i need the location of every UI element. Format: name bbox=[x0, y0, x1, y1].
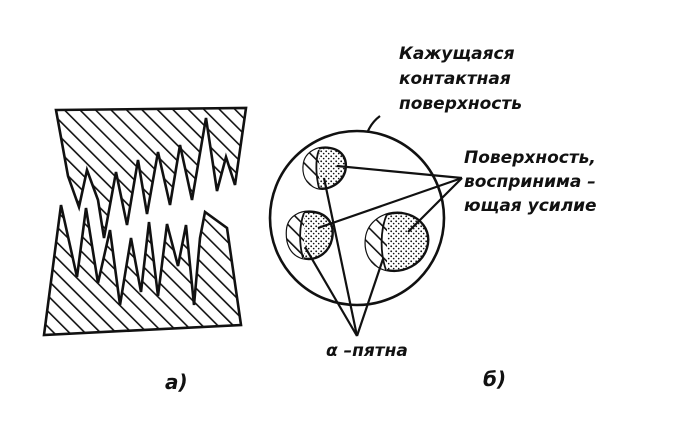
panel-a-label: а) bbox=[165, 370, 188, 394]
load-surface-label-line-1: Поверхность, bbox=[464, 148, 596, 168]
load-surface-label-line-3: ющая усилие bbox=[464, 196, 597, 216]
apparent-surface-label-line-3: поверхность bbox=[399, 94, 522, 114]
contact-spot-3 bbox=[364, 211, 430, 273]
leaders-alpha-spots bbox=[304, 177, 385, 337]
panel-b-label: б) bbox=[483, 367, 506, 391]
contact-spot-2 bbox=[285, 210, 334, 261]
apparent-surface-label-line-1: Кажущаяся bbox=[399, 44, 515, 64]
apparent-surface-label-line-2: контактная bbox=[399, 69, 511, 89]
leader-apparent-surface bbox=[366, 115, 381, 132]
lower-rough-body bbox=[42, 204, 243, 337]
alpha-spots-label: α –пятна bbox=[326, 341, 408, 361]
load-surface-label-line-2: воспринима – bbox=[464, 172, 596, 192]
upper-rough-body bbox=[54, 106, 248, 239]
leaders-load-surface bbox=[317, 164, 463, 233]
contact-spot-1 bbox=[302, 146, 347, 190]
apparent-contact-circle bbox=[268, 129, 446, 307]
